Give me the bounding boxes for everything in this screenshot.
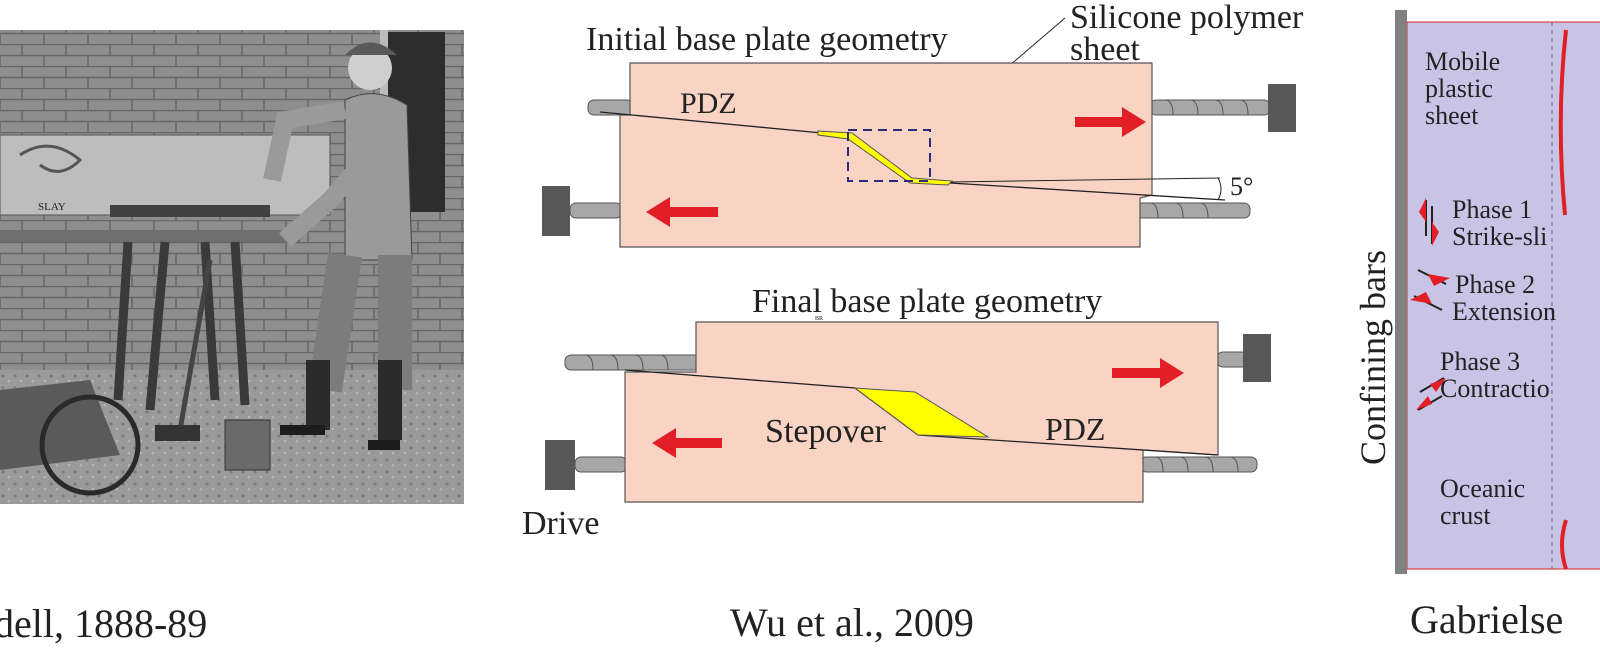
- bench-top: [0, 230, 300, 242]
- stepover-box: [847, 129, 931, 182]
- phase3-line1: Phase 3: [1440, 347, 1520, 376]
- mobile-line2: plastic: [1425, 74, 1493, 103]
- wheelbarrow: [0, 380, 120, 470]
- fault-trace-upper: [1558, 29, 1568, 216]
- oceanic-line2: crust: [1440, 501, 1491, 530]
- rod-mid-left: [569, 202, 623, 219]
- final-title: Final base plate geometry: [752, 283, 1102, 320]
- stepover-label: Stepover: [765, 413, 887, 450]
- rod-final-right-bottom: [1139, 456, 1258, 473]
- silicone-sheet-top: [817, 130, 954, 186]
- mobile-line3: sheet: [1425, 101, 1479, 130]
- caption-left: dell, 1888-89: [0, 601, 207, 646]
- drive-label: Drive: [522, 505, 599, 542]
- rod-final-left-bottom: [574, 456, 628, 473]
- phase2-line1: Phase 2: [1455, 270, 1535, 299]
- silicone-label-line1: Silicone polymer: [1070, 0, 1304, 36]
- phase3-line2: Contractio: [1440, 374, 1550, 403]
- caption-middle: Wu et al., 2009: [730, 600, 974, 645]
- angle-label: 5°: [1230, 172, 1253, 201]
- pdz-label-top: PDZ: [680, 87, 737, 120]
- drive-block-final-left: [545, 440, 575, 490]
- gabrielse-model: Confining bars Mobile plastic sheet Phas…: [1353, 10, 1600, 574]
- contraction-icon: [1416, 377, 1446, 411]
- watering-can: [224, 419, 271, 471]
- drive-block-final-right: [1243, 334, 1271, 382]
- man-figure: [263, 42, 413, 450]
- arrow-right-top: [1075, 107, 1146, 137]
- extension-icon: [1410, 269, 1450, 311]
- fault-trace-lower: [1560, 519, 1568, 570]
- phase2-line2: Extension: [1452, 297, 1556, 326]
- wu-schematic: Initial base plate geometry Silicone pol…: [522, 0, 1304, 542]
- oceanic-line1: Oceanic: [1440, 474, 1525, 503]
- rod-top-right: [1149, 99, 1271, 116]
- strike-slip-icon: [1419, 198, 1439, 246]
- rod-mid-right: [1134, 202, 1251, 219]
- historical-photo: SLAY: [0, 30, 464, 504]
- pdz-label-bottom: PDZ: [1045, 411, 1105, 447]
- phase1-line2: Strike-sli: [1452, 222, 1547, 251]
- angle-reference-line: [949, 177, 1221, 183]
- silicone-label-line2: sheet: [1070, 31, 1140, 68]
- drive-block-top-right: [1268, 84, 1296, 132]
- arrow-right-bottom: [1112, 358, 1184, 388]
- photo-sign: SLAY: [38, 201, 66, 213]
- phase1-line1: Phase 1: [1452, 195, 1532, 224]
- arrow-left-bottom: [652, 428, 722, 458]
- drive-block-mid-left: [542, 186, 570, 236]
- confining-bar: [1395, 10, 1407, 574]
- plastic-sheet: [1406, 21, 1600, 570]
- stepover-silicone: [853, 387, 990, 438]
- screw-device: [110, 205, 270, 217]
- broom: [155, 425, 200, 441]
- tiny-mark: BR: [815, 316, 823, 322]
- mobile-line1: Mobile: [1425, 47, 1500, 76]
- confining-bars-label: Confining bars: [1353, 250, 1393, 465]
- arrow-left-top: [646, 197, 718, 227]
- caption-right: Gabrielse: [1410, 597, 1563, 642]
- rod-final-left: [564, 354, 701, 371]
- initial-title: Initial base plate geometry: [586, 21, 948, 58]
